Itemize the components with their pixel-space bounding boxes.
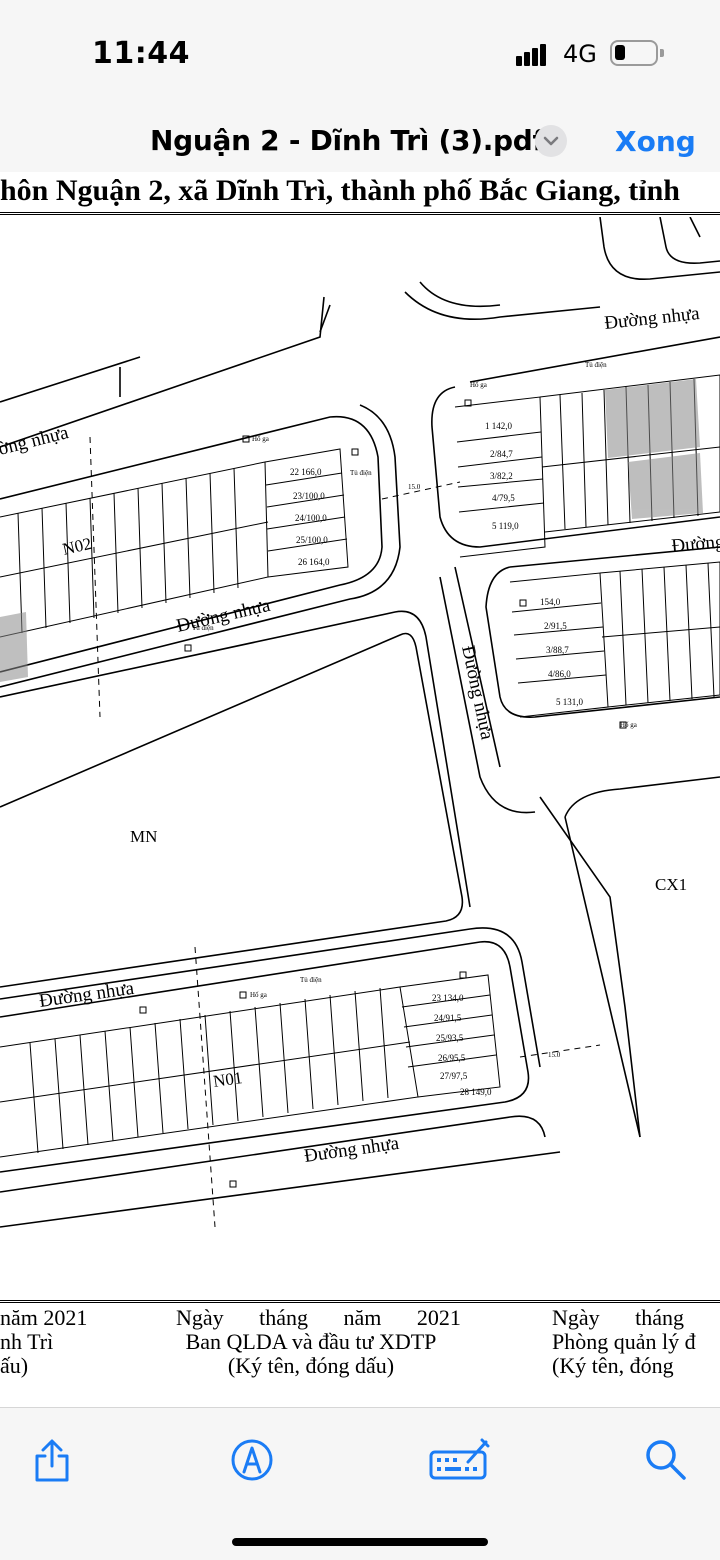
- document-title[interactable]: Nguận 2 - Dĩnh Trì (3).pdf: [150, 124, 545, 157]
- lot-label: 2/91,5: [544, 621, 567, 631]
- lot-label: 154,0: [540, 597, 561, 607]
- lot-label: 24/100,0: [295, 513, 327, 523]
- lot-label: 3/88,7: [546, 645, 569, 655]
- nav-bar: Nguận 2 - Dĩnh Trì (3).pdf Xong: [0, 108, 720, 172]
- annotate-button[interactable]: [428, 1436, 490, 1484]
- markup-button[interactable]: [228, 1436, 276, 1484]
- lot-label: 26 164,0: [298, 557, 330, 567]
- lot-label: 28 149,0: [460, 1087, 492, 1097]
- site-plan-map: ờng nhựa Đường nhựa Đường nhựa Đường Đườ…: [0, 217, 720, 1228]
- lot-label: 1 142,0: [485, 421, 513, 431]
- status-time: 11:44: [92, 36, 190, 71]
- lot-label: 2/84,7: [490, 449, 513, 459]
- lot-label: 26/95,5: [438, 1053, 466, 1063]
- manhole-label: Hố ga: [620, 721, 638, 729]
- road-label-mid-east: Đường: [671, 531, 720, 557]
- electric-cabinet-label: Tủ điện: [350, 469, 372, 477]
- block-label-n02: N02: [61, 534, 94, 559]
- lot-label: 5 119,0: [492, 521, 519, 531]
- lot-label: 27/97,5: [440, 1071, 468, 1081]
- signature-block-right: Ngày tháng Phòng quản lý đ (Ký tên, đóng: [552, 1305, 696, 1378]
- cellular-signal-icon: [516, 42, 554, 66]
- lot-label: 23/100,0: [293, 491, 325, 501]
- home-indicator[interactable]: [232, 1538, 488, 1546]
- lot-label: 24/91,5: [434, 1013, 462, 1023]
- electric-cabinet-label: Tủ điện: [192, 624, 214, 632]
- lot-label: 5 131,0: [556, 697, 584, 707]
- electric-cabinet-label: Tủ điện: [300, 976, 322, 984]
- title-menu-button[interactable]: [535, 125, 567, 157]
- footer-rule: [0, 1300, 720, 1303]
- lot-label: 22 166,0: [290, 467, 322, 477]
- done-button[interactable]: Xong: [615, 125, 696, 158]
- area-label-cx1: CX1: [655, 875, 687, 894]
- manhole-label: Hố ga: [470, 381, 488, 389]
- signature-block-center: Ngày tháng năm 2021 Ban QLDA và đầu tư X…: [176, 1305, 461, 1378]
- lot-label: 23 134,0: [432, 993, 464, 1003]
- lot-label: 25/93,5: [436, 1033, 464, 1043]
- document-header: hôn Nguận 2, xã Dĩnh Trì, thành phố Bắc …: [0, 174, 680, 207]
- search-icon: [646, 1440, 686, 1480]
- block-label-n01: N01: [212, 1068, 244, 1091]
- annotate-keyboard-icon: [429, 1438, 490, 1480]
- share-icon: [35, 1439, 69, 1482]
- road-label-south-bottom: Đường nhựa: [303, 1133, 401, 1167]
- electric-cabinet-label: Tủ điện: [585, 361, 607, 369]
- manhole-label: Hố ga: [252, 435, 270, 443]
- status-bar: 11:44 4G: [0, 0, 720, 108]
- pdf-page[interactable]: hôn Nguận 2, xã Dĩnh Trì, thành phố Bắc …: [0, 172, 720, 1407]
- share-button[interactable]: [28, 1436, 76, 1484]
- network-type: 4G: [563, 40, 597, 68]
- dimension-label: 15.0: [548, 1051, 561, 1059]
- road-label-south-top: Đường nhựa: [38, 978, 136, 1012]
- road-label-nw: ờng nhựa: [0, 422, 71, 460]
- lot-label: 3/82,2: [490, 471, 513, 481]
- area-label-mn: MN: [130, 827, 157, 846]
- road-label-ne: Đường nhựa: [603, 303, 701, 334]
- lot-label: 25/100,0: [296, 535, 328, 545]
- manhole-label: Hố ga: [250, 991, 268, 999]
- bottom-toolbar: [0, 1407, 720, 1560]
- lot-label: 4/86,0: [548, 669, 571, 679]
- lot-label: 4/79,5: [492, 493, 515, 503]
- header-rule: [0, 212, 720, 215]
- search-button[interactable]: [642, 1436, 690, 1484]
- dimension-label: 15.0: [408, 483, 421, 491]
- signature-block-left: năm 2021 nh Trì ấu): [0, 1305, 88, 1378]
- markup-icon: [231, 1439, 273, 1481]
- chevron-down-icon: [543, 136, 559, 146]
- battery-icon: [610, 40, 664, 66]
